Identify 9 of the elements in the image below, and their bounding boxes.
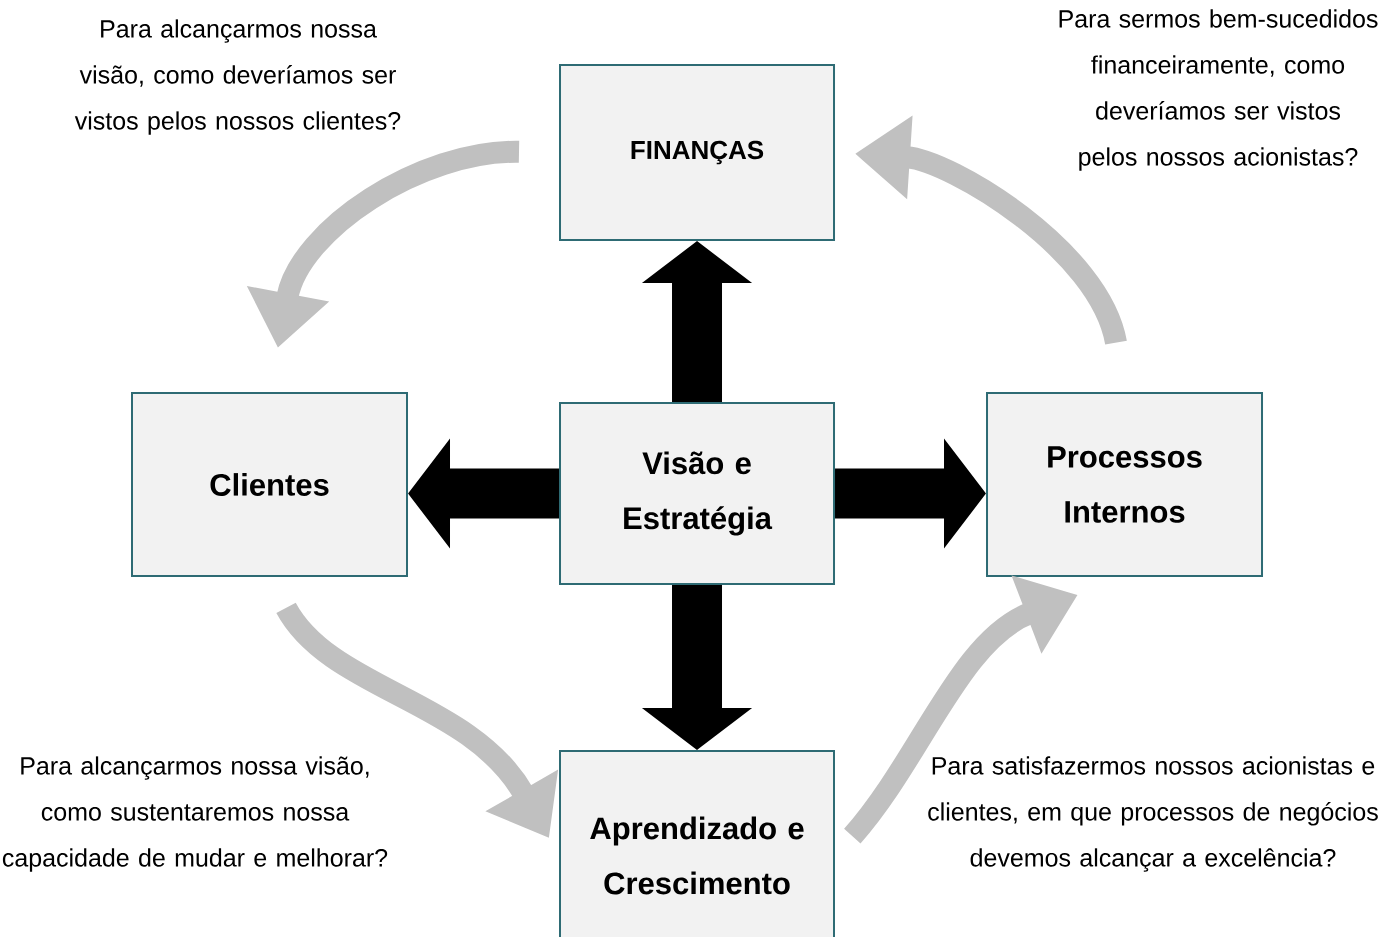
process-box: Visão e Estratégia <box>559 402 835 585</box>
question-text: Para alcançarmos nossa visão, como sustentaremos nossa capacidade de mudar e melhorar? <box>2 756 388 872</box>
question-text: Para sermos bem-sucedidos financeiramente, como deveríamos ser vistos pelos nossos acionistas? <box>1059 9 1378 171</box>
process-box: Processos Internos <box>986 392 1263 577</box>
question-text: Para satisfazermos nossos acionistas e clientes, em que processos de negócios devemos alcançar a excelência? <box>928 756 1378 872</box>
process-box: FINANÇAS <box>559 64 835 241</box>
process-box: Aprendizado e Crescimento <box>559 750 835 937</box>
question-text: Para alcançarmos nossa visão, como deveríamos ser vistos pelos nossos clientes? <box>74 19 401 135</box>
process-box: Clientes <box>131 392 408 577</box>
